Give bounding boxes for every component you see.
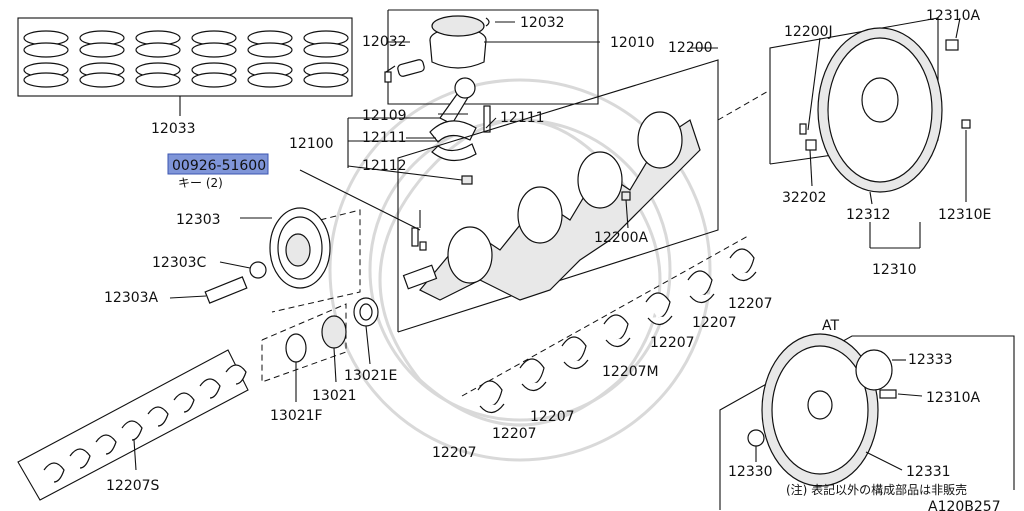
label-12200A[interactable]: 12200A <box>594 230 649 246</box>
piston-ring <box>303 72 349 88</box>
label-13021F[interactable]: 13021F <box>270 408 323 424</box>
label-13021[interactable]: 13021 <box>312 388 357 404</box>
label-12330[interactable]: 12330 <box>728 464 773 480</box>
label-12207-d[interactable]: 12207 <box>650 335 695 351</box>
main-bearing-shell <box>561 336 587 363</box>
main-bearing-shell <box>519 358 545 385</box>
piston-ring <box>303 42 349 58</box>
bearing-set-box[interactable] <box>17 349 249 501</box>
label-12207-a[interactable]: 12207 <box>432 445 477 461</box>
main-bearing-shell <box>647 315 673 326</box>
main-bearing-shell <box>645 292 671 319</box>
label-12111-a[interactable]: 12111 <box>500 110 545 126</box>
bearing-shell <box>43 462 65 483</box>
label-12303A[interactable]: 12303A <box>104 290 159 306</box>
piston-ring <box>79 42 125 58</box>
piston-ring <box>247 72 293 88</box>
label-12207S[interactable]: 12207S <box>106 478 160 494</box>
diagram-code: A120B257 <box>928 499 1001 511</box>
main-bearing-shell <box>729 248 755 275</box>
bearing-shell <box>173 392 195 413</box>
at-driveplate-group[interactable] <box>719 333 1015 510</box>
leader-lines <box>133 17 967 471</box>
main-bearings[interactable] <box>461 235 757 414</box>
highlight-part-number[interactable]: 00926-51600 <box>172 158 266 174</box>
piston-group[interactable] <box>384 9 600 105</box>
bearing-shell <box>95 434 117 455</box>
piston-ring <box>23 72 69 88</box>
piston-ring <box>191 42 237 58</box>
piston-ring <box>191 72 237 88</box>
highlight-part-sub: キー (2) <box>178 176 223 190</box>
piston-rings-group[interactable] <box>17 17 353 116</box>
watermark-emblem <box>328 78 712 462</box>
label-12111-b[interactable]: 12111 <box>362 130 407 146</box>
label-12207M[interactable]: 12207M <box>602 364 659 380</box>
label-12109[interactable]: 12109 <box>362 108 407 124</box>
crank-sprocket-group[interactable] <box>261 297 379 383</box>
label-12312[interactable]: 12312 <box>846 207 891 223</box>
label-32202[interactable]: 32202 <box>782 190 827 206</box>
main-bearing-shell <box>689 293 715 304</box>
main-bearing-shell <box>521 381 547 392</box>
section-at-label: AT <box>822 318 839 334</box>
connecting-rod[interactable] <box>429 77 491 185</box>
crankshaft[interactable] <box>397 59 771 333</box>
label-12310E[interactable]: 12310E <box>938 207 991 223</box>
conrod-bracket <box>347 117 463 181</box>
piston-ring <box>135 72 181 88</box>
main-bearing-shell <box>479 403 505 414</box>
label-12010[interactable]: 12010 <box>610 35 655 51</box>
bearing-shell <box>69 448 91 469</box>
bearing-shell <box>121 420 143 441</box>
piston-ring <box>247 42 293 58</box>
label-12207-c[interactable]: 12207 <box>530 409 575 425</box>
bearing-shell <box>225 364 247 385</box>
label-12310A-top[interactable]: 12310A <box>926 8 981 24</box>
label-12303[interactable]: 12303 <box>176 212 221 228</box>
label-12200J[interactable]: 12200J <box>784 24 833 40</box>
label-12207-e[interactable]: 12207 <box>692 315 737 331</box>
piston-ring <box>79 72 125 88</box>
label-12200[interactable]: 12200 <box>668 40 713 56</box>
label-12310A-at[interactable]: 12310A <box>926 390 981 406</box>
highlight-box[interactable] <box>167 153 269 175</box>
main-bearing-shell <box>477 380 503 407</box>
part-labels: 12033 12032 12032 12010 12200 12109 1211… <box>104 8 1001 511</box>
piston-ring <box>135 42 181 58</box>
main-bearing-shell <box>603 314 629 341</box>
label-13021E[interactable]: 13021E <box>344 368 397 384</box>
label-12100[interactable]: 12100 <box>289 136 334 152</box>
label-12032-a[interactable]: 12032 <box>362 34 407 50</box>
main-bearing-shell <box>731 271 757 282</box>
crank-pulley[interactable] <box>204 207 361 313</box>
bearing-shell <box>199 378 221 399</box>
piston-ring <box>23 42 69 58</box>
main-bearing-shell <box>563 359 589 370</box>
main-bearing-shell <box>605 337 631 348</box>
label-12032-b[interactable]: 12032 <box>520 15 565 31</box>
label-12310[interactable]: 12310 <box>872 262 917 278</box>
label-12333[interactable]: 12333 <box>908 352 953 368</box>
label-12331[interactable]: 12331 <box>906 464 951 480</box>
label-12112[interactable]: 12112 <box>362 158 407 174</box>
footnote: (注) 表記以外の構成部品は非販売 <box>786 482 967 497</box>
main-bearing-shell <box>687 270 713 297</box>
flywheel[interactable] <box>769 17 971 193</box>
label-12033[interactable]: 12033 <box>151 121 196 137</box>
label-12303C[interactable]: 12303C <box>152 255 207 271</box>
key-part[interactable] <box>299 169 427 251</box>
label-12207-b[interactable]: 12207 <box>492 426 537 442</box>
bearing-shell <box>147 406 169 427</box>
label-12207-f[interactable]: 12207 <box>728 296 773 312</box>
